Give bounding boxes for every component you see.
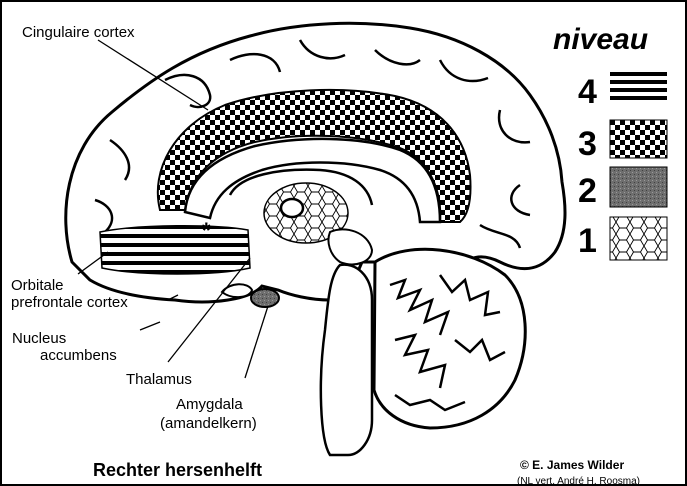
legend-level-3-swatch — [610, 120, 667, 158]
label-orbital-line2: prefrontale cortex — [11, 294, 128, 311]
legend-level-4-number: 4 — [578, 73, 597, 111]
legend: niveau 4 3 2 1 — [553, 23, 667, 260]
label-amygdala-line1: Amygdala — [176, 396, 243, 413]
brainstem — [321, 265, 372, 455]
thalamus-nucleus — [281, 199, 303, 217]
legend-level-1-swatch — [610, 217, 667, 260]
figure-caption: Rechter hersenhelft — [93, 460, 262, 480]
legend-level-2-number: 2 — [578, 172, 597, 210]
asterisk-marker: * — [202, 218, 211, 243]
credit-translator: (NL vert. André H. Roosma) — [517, 476, 640, 486]
label-cingulate-cortex: Cingulaire cortex — [22, 24, 135, 41]
legend-level-3-number: 3 — [578, 125, 597, 163]
label-thalamus: Thalamus — [126, 371, 192, 388]
label-amygdala-line2: (amandelkern) — [160, 415, 257, 432]
legend-level-2-swatch — [610, 167, 667, 207]
label-nucleus-line1: Nucleus — [12, 330, 66, 347]
legend-level-4-swatch — [610, 72, 667, 100]
legend-title: niveau — [553, 23, 648, 56]
orbital-prefrontal-region — [100, 226, 250, 274]
credit-author: © E. James Wilder — [520, 458, 624, 472]
label-nucleus-line2: accumbens — [40, 347, 117, 364]
label-orbital-line1: Orbitale — [11, 277, 64, 294]
amygdala-region — [251, 289, 279, 307]
legend-level-1-number: 1 — [578, 222, 597, 260]
